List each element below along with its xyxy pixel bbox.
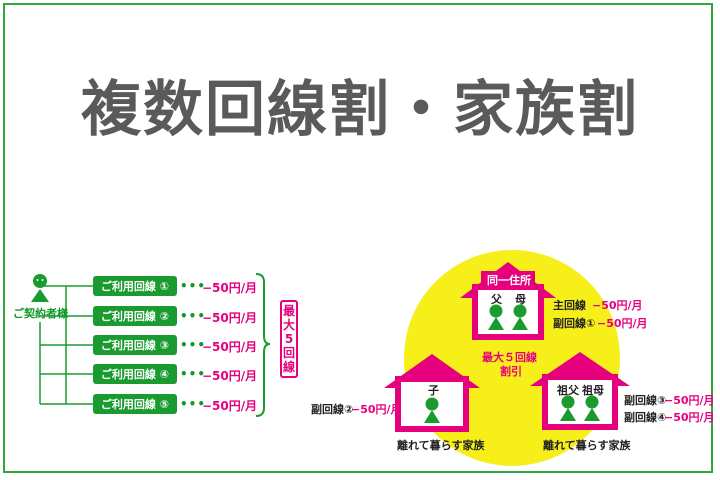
line-box-1: ご利用回線 ① bbox=[93, 276, 177, 296]
sub-line-1-label: 副回線① bbox=[553, 317, 596, 330]
discount-1: −50円/月 bbox=[202, 281, 258, 295]
dots-5: ••• bbox=[180, 397, 207, 411]
father-person-icon bbox=[488, 304, 504, 330]
sub-line-4-discount: −50円/月 bbox=[664, 411, 715, 424]
top-house-icon bbox=[460, 262, 556, 340]
main-line-label: 主回線 bbox=[553, 299, 586, 312]
dots-1: ••• bbox=[180, 279, 207, 293]
contract-holder-label: ご契約者様 bbox=[13, 307, 68, 320]
dots-4: ••• bbox=[180, 367, 207, 381]
mother-person-icon bbox=[512, 304, 528, 330]
main-line-discount: −50円/月 bbox=[592, 299, 643, 312]
dots-3: ••• bbox=[180, 338, 207, 352]
line-box-2: ご利用回線 ② bbox=[93, 306, 177, 326]
center-text-discount: 割引 bbox=[500, 365, 522, 378]
grandmother-person-icon bbox=[584, 395, 600, 421]
child-label: 子 bbox=[428, 384, 439, 397]
contract-holder-person-icon bbox=[31, 274, 49, 302]
sub-line-3-label: 副回線③ bbox=[624, 394, 667, 407]
left-house-caption: 離れて暮らす家族 bbox=[397, 439, 485, 452]
center-text-max: 最大５回線 bbox=[482, 351, 537, 364]
bracket bbox=[255, 273, 271, 417]
max-lines-label: 最大5回線 bbox=[280, 300, 298, 378]
sub-line-2-discount: −50円/月 bbox=[351, 403, 402, 416]
discount-5: −50円/月 bbox=[202, 399, 258, 413]
line-box-4: ご利用回線 ④ bbox=[93, 364, 177, 384]
dots-2: ••• bbox=[180, 309, 207, 323]
sub-line-4-label: 副回線④ bbox=[624, 411, 667, 424]
line-box-5: ご利用回線 ⑤ bbox=[93, 394, 177, 414]
sub-line-3-discount: −50円/月 bbox=[664, 394, 715, 407]
father-label: 父 bbox=[491, 293, 502, 306]
child-person-icon bbox=[424, 397, 440, 423]
discount-4: −50円/月 bbox=[202, 369, 258, 383]
sub-line-2-label: 副回線② bbox=[311, 403, 354, 416]
discount-3: −50円/月 bbox=[202, 340, 258, 354]
right-house-icon bbox=[530, 352, 630, 430]
right-house-caption: 離れて暮らす家族 bbox=[543, 439, 631, 452]
grandfather-label: 祖父 bbox=[557, 384, 579, 397]
top-house-title: 同一住所 bbox=[487, 274, 531, 287]
page-title: 複数回線割・家族割 bbox=[81, 75, 639, 145]
grandfather-person-icon bbox=[560, 395, 576, 421]
sub-line-1-discount: −50円/月 bbox=[597, 317, 648, 330]
line-box-3: ご利用回線 ③ bbox=[93, 335, 177, 355]
grandmother-label: 祖母 bbox=[582, 384, 604, 397]
discount-2: −50円/月 bbox=[202, 311, 258, 325]
mother-label: 母 bbox=[515, 293, 526, 306]
tree-connector bbox=[39, 285, 93, 405]
